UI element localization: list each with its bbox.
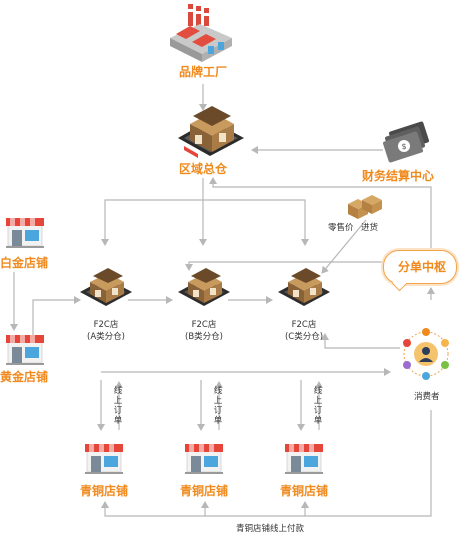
f2c-a-label-line1: F2C店	[93, 320, 119, 330]
arrow-hub-to-f2c-b	[185, 261, 404, 271]
online-order-label-1: 线上订单	[113, 386, 123, 426]
gold-store-label: 黄金店铺	[0, 370, 49, 384]
bronze-store-1-icon	[84, 443, 124, 475]
f2c-b-warehouse-icon	[178, 268, 230, 306]
arrow-payment-return	[101, 410, 432, 517]
brand-factory-label: 品牌工厂	[178, 65, 227, 79]
regional-warehouse-icon	[178, 106, 244, 158]
retail-price-label: 零售价	[328, 223, 354, 233]
arrow-hq-to-f2c-a	[101, 199, 203, 246]
online-order-label-2: 线上订单	[213, 386, 223, 426]
connectors	[10, 84, 435, 517]
svg-text:$: $	[401, 142, 406, 151]
restock-label: 进货	[361, 223, 379, 233]
factory-icon	[170, 4, 232, 62]
f2c-c-label-line2: (C类分仓)	[284, 332, 324, 342]
finance-center-label: 财务结算中心	[362, 169, 435, 183]
bronze-payment-label: 青铜店铺线上付款	[236, 524, 305, 534]
consumer-network-icon	[403, 328, 449, 380]
bronze-store-2-label: 青铜店铺	[179, 484, 228, 498]
f2c-b-label-line1: F2C店	[191, 320, 217, 330]
money-icon: $	[383, 121, 429, 163]
f2c-c-label-line1: F2C店	[291, 320, 317, 330]
gold-store-icon	[5, 334, 45, 366]
online-order-label-3: 线上订单	[313, 386, 323, 426]
platinum-store-icon	[5, 217, 45, 249]
arrow-hq-to-f2c-c	[203, 199, 309, 246]
cardboard-box-icon	[348, 195, 382, 219]
order-hub-label: 分单中枢	[398, 260, 447, 274]
bronze-store-2-icon	[184, 443, 224, 475]
arrow-hub-to-hq	[209, 177, 432, 262]
consumer-label: 消费者	[414, 392, 440, 402]
f2c-b-label-line2: (B类分仓)	[185, 332, 223, 342]
arrow-gold-to-f2c-a	[32, 296, 81, 350]
f2c-a-label-line2: (A类分仓)	[87, 332, 125, 342]
f2c-a-warehouse-icon	[80, 268, 132, 306]
arrow-consumer-to-f2c-c	[321, 333, 400, 349]
f2c-c-warehouse-icon	[278, 268, 330, 306]
bronze-store-3-label: 青铜店铺	[279, 484, 328, 498]
bronze-store-3-icon	[284, 443, 324, 475]
bronze-store-1-label: 青铜店铺	[79, 484, 128, 498]
arrow-purchase-to-f2c-c	[321, 219, 367, 274]
regional-hq-label: 区域总仓	[178, 162, 227, 176]
platinum-store-label: 白金店铺	[0, 256, 49, 270]
